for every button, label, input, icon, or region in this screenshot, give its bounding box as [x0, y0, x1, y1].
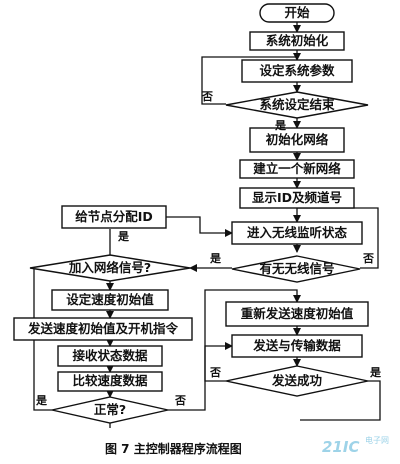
send-speed-node: 发送速度初始值及开机指令 [13, 317, 193, 341]
start-label: 开始 [284, 5, 310, 20]
join-signal-label: 加入网络信号? [68, 260, 151, 275]
show-id-label: 显示ID及频道号 [252, 190, 342, 205]
resend-speed-node: 重新发送速度初始值 [225, 301, 369, 327]
branch-yes-label: 是 [117, 230, 130, 243]
watermark-main: 21IC [322, 438, 359, 456]
receive-status-node: 接收状态数据 [57, 345, 163, 367]
watermark-sub: 电子网 [365, 435, 389, 445]
join-signal-decision: 加入网络信号? [29, 254, 191, 282]
setting-done-label: 系统设定结束 [259, 97, 335, 112]
branch-no-label: 否 [209, 366, 221, 379]
resend-speed-label: 重新发送速度初始值 [241, 306, 354, 321]
set-params-node: 设定系统参数 [241, 59, 353, 83]
branch-yes-label: 是 [369, 366, 382, 379]
send-transfer-node: 发送与传输数据 [231, 334, 363, 358]
watermark-logo: 21IC 电子网 [322, 435, 389, 456]
new-network-label: 建立一个新网络 [253, 161, 341, 176]
branch-no-label: 否 [362, 252, 374, 265]
set-speed-label: 设定速度初始值 [66, 292, 154, 307]
set-params-label: 设定系统参数 [259, 63, 335, 78]
compare-speed-node: 比较速度数据 [57, 371, 163, 392]
init-system-node: 系统初始化 [249, 31, 345, 51]
branch-yes-label: 是 [35, 394, 48, 407]
assign-id-label: 给节点分配ID [75, 209, 153, 224]
start-node: 开始 [259, 3, 335, 23]
listen-node: 进入无线监听状态 [231, 221, 363, 245]
send-transfer-label: 发送与传输数据 [252, 338, 341, 353]
init-network-label: 初始化网络 [266, 132, 329, 147]
setting-done-decision: 系统设定结束 [225, 91, 369, 119]
send-speed-label: 发送速度初始值及开机指令 [27, 321, 179, 336]
init-network-node: 初始化网络 [249, 127, 345, 153]
normal-label: 正常? [94, 402, 126, 417]
set-speed-node: 设定速度初始值 [51, 289, 169, 311]
branch-yes-label: 是 [209, 252, 222, 265]
normal-decision: 正常? [51, 396, 169, 424]
send-success-label: 发送成功 [271, 373, 322, 388]
branch-no-label: 否 [201, 90, 213, 103]
new-network-node: 建立一个新网络 [239, 159, 355, 179]
figure-caption: 图 7 主控制器程序流程图 [105, 441, 242, 456]
has-signal-label: 有无无线信号 [259, 261, 334, 276]
show-id-node: 显示ID及频道号 [239, 187, 355, 209]
branch-yes-label: 是 [274, 119, 287, 132]
compare-speed-label: 比较速度数据 [72, 373, 148, 388]
branch-no-label: 否 [174, 394, 186, 407]
listen-label: 进入无线监听状态 [247, 225, 348, 240]
has-signal-decision: 有无无线信号 [231, 255, 361, 283]
send-success-decision: 发送成功 [225, 365, 369, 397]
receive-status-label: 接收状态数据 [72, 348, 148, 363]
init-system-label: 系统初始化 [266, 33, 329, 48]
assign-id-node: 给节点分配ID [61, 205, 167, 229]
